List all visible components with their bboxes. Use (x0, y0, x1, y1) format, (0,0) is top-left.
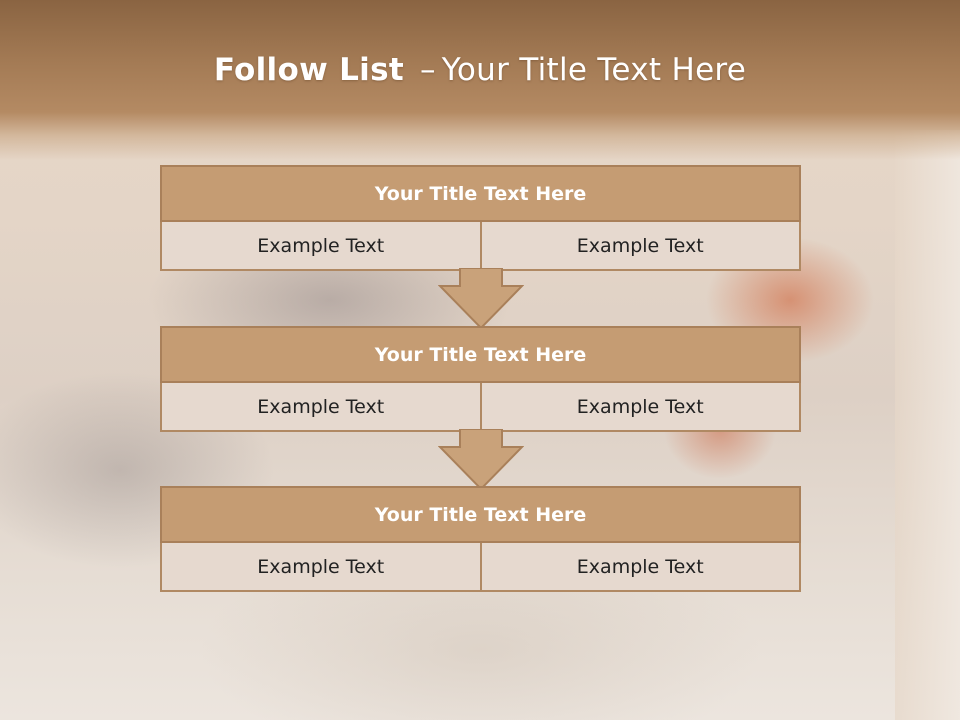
block-cell-right: Example Text (479, 383, 799, 430)
title-separator: – (419, 52, 436, 88)
block-cell-left: Example Text (162, 222, 480, 269)
list-block-3: Your Title Text Here Example Text Exampl… (160, 486, 801, 592)
list-block-2: Your Title Text Here Example Text Exampl… (160, 326, 801, 432)
block-title: Your Title Text Here (160, 486, 801, 543)
block-cell-right: Example Text (479, 222, 799, 269)
block-title: Your Title Text Here (160, 165, 801, 222)
down-arrow-1 (438, 268, 524, 330)
title-bold: Follow List (213, 52, 404, 88)
block-cell-right: Example Text (479, 543, 799, 590)
block-row: Example Text Example Text (160, 383, 801, 432)
title-rest: Your Title Text Here (441, 52, 747, 88)
header-band (0, 0, 960, 160)
slide-title: Follow List–Your Title Text Here (0, 52, 960, 88)
block-row: Example Text Example Text (160, 222, 801, 271)
block-cell-left: Example Text (162, 543, 480, 590)
down-arrow-2 (438, 429, 524, 491)
background-wall-edge (895, 130, 960, 720)
block-title: Your Title Text Here (160, 326, 801, 383)
list-block-1: Your Title Text Here Example Text Exampl… (160, 165, 801, 271)
block-row: Example Text Example Text (160, 543, 801, 592)
block-cell-left: Example Text (162, 383, 480, 430)
